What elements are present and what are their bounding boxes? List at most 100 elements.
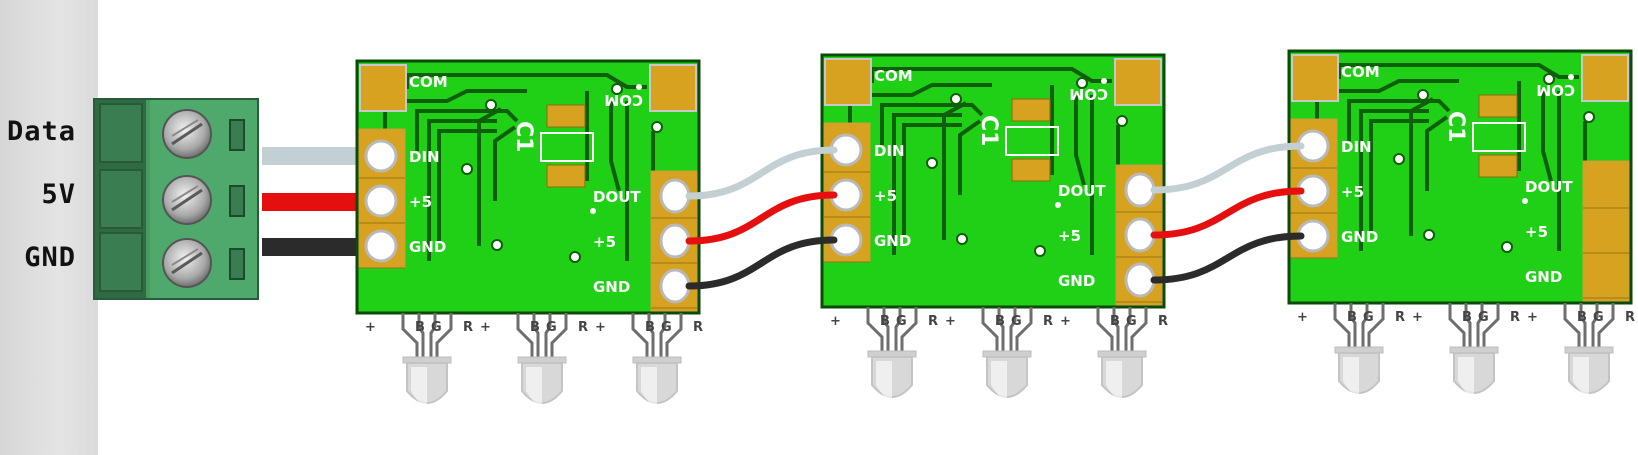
pcb-trace [1074,95,1086,186]
input-pin-label: DIN [874,142,905,160]
led-highlight [411,367,427,407]
pcb-via [1116,115,1128,127]
input-pin-label: GND [874,232,911,250]
com-pad-right [649,64,697,112]
led-leg [981,307,999,351]
capacitor-pad-bottom [546,164,586,188]
led-leg [1367,303,1385,347]
led-highlight [641,367,657,407]
capacitor-label: C1 [976,115,1001,146]
pcb-via [1423,229,1435,241]
terminal-slot [99,232,143,292]
terminal-screw [99,103,245,163]
led-pin-label: + [1060,314,1071,329]
terminal-window [229,248,245,280]
pcb-via [1417,89,1429,101]
com-label-right: COM [604,91,643,109]
led-pin-label: R [1158,314,1168,329]
pcb-traces [383,73,655,261]
pcb-trace [1359,109,1429,251]
left-margin-strip [0,0,98,455]
led-highlight [876,361,892,401]
led-pin-label: R [1395,310,1405,325]
led-pin-label: + [365,320,376,335]
output-pin-label: GND [1058,272,1095,290]
capacitor-outline [1005,126,1059,156]
led-pin-label: + [1297,310,1308,325]
com-label-right: COM [1069,85,1108,103]
output-pin [659,268,691,304]
screw-slot [171,248,199,266]
led-highlight [1458,357,1474,397]
input-pin-label: DIN [1341,138,1372,156]
led-pin-label: R [1510,310,1520,325]
led-pin-label: B [995,314,1005,329]
screw-slot [171,185,199,203]
led-pin-label: + [595,320,606,335]
capacitor-pad-bottom [1011,158,1051,182]
led-leg [665,313,683,357]
led-leg [900,307,918,351]
input-pin-label: +5 [874,187,897,205]
terminal-screw [99,169,245,229]
output-pin-label: GND [593,278,630,296]
led-pin-label: R [463,320,473,335]
led-leg [866,307,884,351]
led-leg [659,313,667,357]
pcb-trace [892,113,962,255]
silk-dot [590,208,596,214]
led-pin-label: B [530,320,540,335]
led-pin-label: R [1043,314,1053,329]
led-leg [1333,303,1351,347]
led-pin-label: + [480,320,491,335]
pcb-body [820,53,1166,309]
pcb-via [461,163,473,175]
power-wire-link [1150,187,1305,239]
led-pin-label: G [1593,310,1604,325]
led-pin-label: R [693,320,703,335]
output-pin-label: DOUT [1058,182,1106,200]
pcb-via [926,157,938,169]
input-pin-label: GND [1341,228,1378,246]
led-leg [1015,307,1033,351]
pcb-trace [1541,91,1553,182]
pcb-body [355,59,701,315]
led-highlight [1573,357,1589,397]
com-label-left: COM [1341,63,1380,81]
capacitor-outline [540,132,594,162]
led-leg [435,313,453,357]
screw-terminal-block [93,98,259,300]
led-leg [1130,307,1148,351]
output-pin [1124,172,1156,208]
pcb-trace [1425,115,1449,191]
pcb-trace [1409,97,1434,236]
pcb-traces [1315,63,1587,251]
led-highlight [1343,357,1359,397]
led-pin-label: + [1412,310,1423,325]
input-pin-label: +5 [1341,183,1364,201]
data-wire-link [685,146,838,200]
terminal-label-gnd: GND [24,242,76,273]
pcb-via [1543,73,1555,85]
terminal-slot [99,169,143,229]
led-pin-label: G [896,314,907,329]
output-pin-label: DOUT [593,188,641,206]
led-legs [1096,307,1148,351]
led-legs [401,313,453,357]
output-pin-label: DOUT [1525,178,1573,196]
silk-dot [1101,78,1107,84]
pcb-via [491,239,503,251]
pcb-via [1501,241,1513,253]
led-leg [1476,303,1484,347]
pcb-trace [609,101,621,192]
led-leg [1563,303,1581,347]
silk-dot [1568,74,1574,80]
pcb-via [485,99,497,111]
